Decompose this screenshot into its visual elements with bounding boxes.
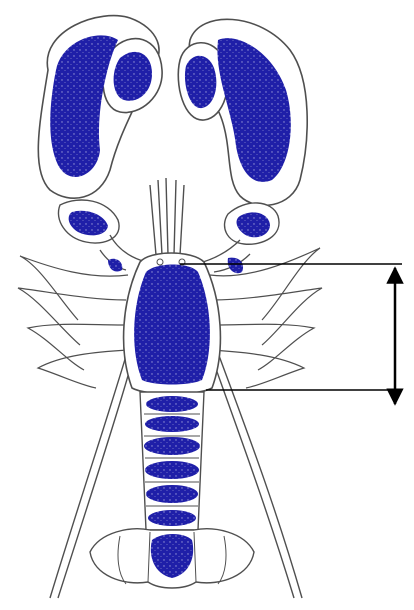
abdomen-segment	[146, 396, 198, 412]
left-claw	[38, 16, 162, 243]
abdomen-segment	[148, 510, 196, 526]
tail-fan	[90, 529, 254, 588]
carapace	[124, 253, 221, 394]
abdomen-segment	[146, 485, 198, 503]
abdomen-segment	[144, 437, 200, 455]
abdomen-segment	[145, 461, 199, 479]
abdomen	[140, 392, 204, 530]
right-arm-mark	[228, 258, 243, 274]
right-claw	[178, 19, 307, 244]
abdomen-segment	[145, 416, 199, 432]
left-arm-mark	[108, 259, 122, 272]
